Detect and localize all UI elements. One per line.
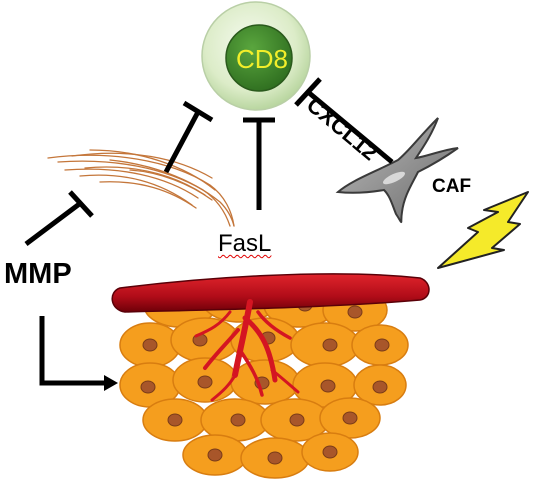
tumor-mass <box>119 277 409 479</box>
blood-vessel <box>111 273 430 402</box>
fasl-label: FasL <box>218 230 272 257</box>
inhibition-mmp-fibers <box>24 190 94 246</box>
caf-cell <box>335 117 459 223</box>
mmp-label: MMP <box>4 258 72 290</box>
inhibition-cxcl12-cd8 <box>294 77 394 164</box>
cd8-cell <box>201 1 311 111</box>
inhibition-fasl-cd8 <box>243 117 275 210</box>
cd8-label: CD8 <box>236 44 289 74</box>
caf-label: CAF <box>432 176 472 197</box>
lightning-bolt-icon <box>437 191 529 269</box>
inhibition-fibers-cd8 <box>163 100 214 174</box>
activation-mmp-tumor <box>39 316 118 391</box>
collagen-fibers <box>47 149 235 227</box>
